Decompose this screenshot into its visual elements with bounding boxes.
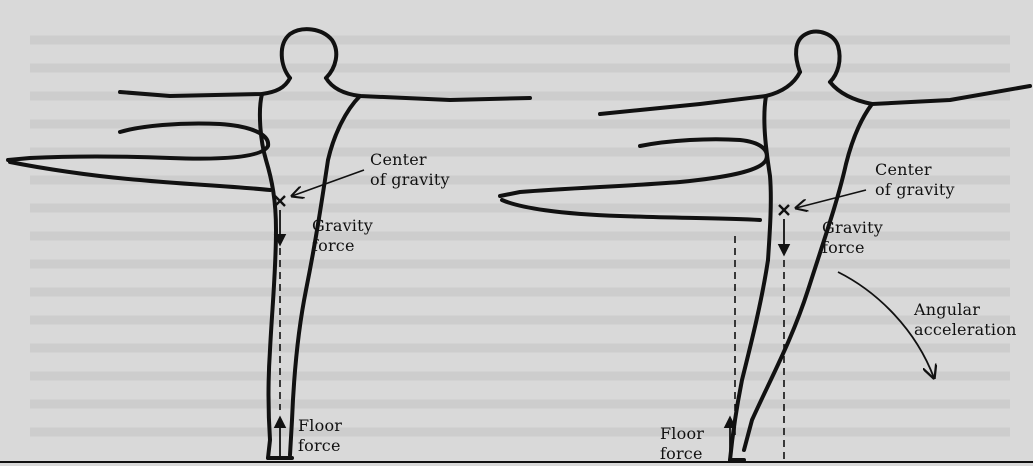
right-gravity-label: Gravity force: [822, 218, 883, 258]
left-floor-label: Floor force: [298, 416, 342, 456]
angular-acceleration-label: Angular acceleration: [914, 300, 1017, 340]
left-cog-label: Center of gravity: [370, 150, 450, 190]
right-cog-label: Center of gravity: [875, 160, 955, 200]
left-gravity-label: Gravity force: [312, 216, 373, 256]
right-floor-label: Floor force: [660, 424, 704, 464]
